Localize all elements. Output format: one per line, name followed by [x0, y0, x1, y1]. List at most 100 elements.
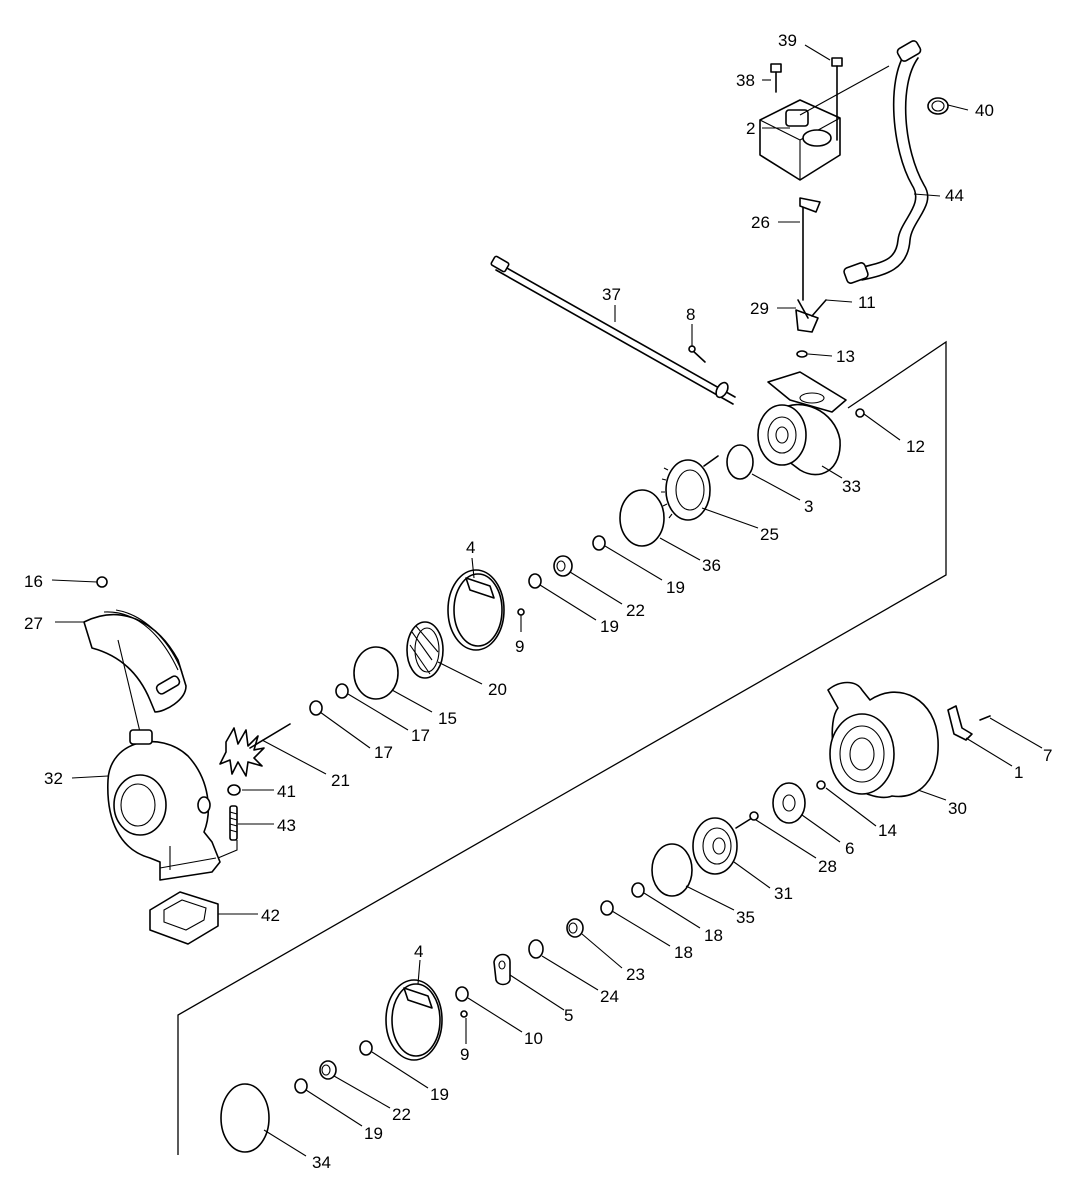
part-33-bearing-housing [757, 371, 847, 476]
label-7: 7 [1043, 746, 1052, 765]
label-41: 41 [277, 782, 296, 801]
label-21: 21 [331, 771, 350, 790]
part-27-heat-shield [83, 609, 187, 733]
part-11-pin [811, 299, 827, 317]
label-20: 20 [488, 680, 507, 699]
label-32: 32 [44, 769, 63, 788]
label-19-a: 19 [666, 578, 685, 597]
label-17-b: 17 [374, 743, 393, 762]
part-labels: 38 39 40 2 44 26 29 11 13 37 8 12 33 3 2… [24, 31, 1052, 1172]
label-24: 24 [600, 987, 619, 1006]
part-17-ring-a [335, 683, 349, 699]
part-6-disc [772, 782, 806, 824]
part-34-o-ring [220, 1083, 270, 1153]
part-3-o-ring [726, 444, 754, 480]
label-34: 34 [312, 1153, 331, 1172]
label-9-a: 9 [515, 637, 524, 656]
part-19-ring-a [592, 535, 606, 551]
label-6: 6 [845, 839, 854, 858]
label-14: 14 [878, 821, 897, 840]
part-22-bushing-a [553, 555, 573, 577]
part-10-ring [455, 986, 469, 1002]
label-19-d: 19 [364, 1124, 383, 1143]
part-26-rod [799, 197, 821, 301]
label-28: 28 [818, 857, 837, 876]
part-14-nut [816, 780, 826, 790]
label-38: 38 [736, 71, 755, 90]
part-36-o-ring [619, 489, 665, 547]
part-8-screw [688, 345, 706, 363]
label-5: 5 [564, 1006, 573, 1025]
label-25: 25 [760, 525, 779, 544]
label-30: 30 [948, 799, 967, 818]
label-44: 44 [945, 186, 964, 205]
part-19-ring-d [294, 1078, 308, 1094]
part-12-screw [855, 408, 865, 418]
part-40-hose-clamp [927, 97, 949, 115]
label-15: 15 [438, 709, 457, 728]
label-18-b: 18 [674, 943, 693, 962]
part-41-nut [227, 784, 241, 796]
part-23-bushing [566, 918, 584, 938]
part-5-thrust-plate [493, 953, 511, 986]
part-43-stud [229, 805, 238, 841]
part-19-ring-b [528, 573, 542, 589]
part-39-screw [831, 57, 843, 141]
part-18-ring-b [600, 900, 614, 916]
part-44-hose [799, 40, 929, 284]
label-29: 29 [750, 299, 769, 318]
assembly-frame [177, 340, 947, 1155]
label-39: 39 [778, 31, 797, 50]
part-31-seal-plate [692, 817, 738, 875]
part-2-actuator-housing [759, 99, 841, 181]
part-30-compressor-housing [827, 681, 939, 799]
label-36: 36 [702, 556, 721, 575]
label-31: 31 [774, 884, 793, 903]
part-22-bushing-b [319, 1060, 337, 1080]
label-16: 16 [24, 572, 43, 591]
part-18-ring-a [631, 882, 645, 898]
label-42: 42 [261, 906, 280, 925]
label-19-b: 19 [600, 617, 619, 636]
part-1-bracket [947, 705, 973, 741]
label-3: 3 [804, 497, 813, 516]
leader-lines [51, 44, 1043, 1157]
part-4-clamp-upper [447, 569, 505, 651]
label-8: 8 [686, 305, 695, 324]
label-4-b: 4 [414, 942, 423, 961]
part-25-gear [661, 455, 719, 521]
label-22-b: 22 [392, 1105, 411, 1124]
part-4-clamp-lower [385, 979, 443, 1061]
label-1: 1 [1014, 763, 1023, 782]
label-27: 27 [24, 614, 43, 633]
part-28-screw [735, 811, 759, 829]
label-9-b: 9 [460, 1045, 469, 1064]
part-35-o-ring [651, 843, 693, 897]
label-40: 40 [975, 101, 994, 120]
label-35: 35 [736, 908, 755, 927]
label-2: 2 [746, 119, 755, 138]
label-10: 10 [524, 1029, 543, 1048]
part-42-gasket [149, 891, 219, 945]
part-24-ring [528, 939, 544, 959]
label-19-c: 19 [430, 1085, 449, 1104]
label-26: 26 [751, 213, 770, 232]
part-9-nut-lower [460, 1010, 468, 1018]
part-37-rod [490, 255, 736, 405]
label-13: 13 [836, 347, 855, 366]
label-4-a: 4 [466, 538, 475, 557]
part-13-washer [796, 350, 808, 358]
part-21-turbine-wheel [219, 723, 291, 777]
part-19-ring-c [359, 1040, 373, 1056]
part-9-nut-upper [517, 608, 525, 616]
label-43: 43 [277, 816, 296, 835]
label-11: 11 [858, 293, 876, 312]
part-15-o-ring [353, 646, 399, 700]
part-7-screw [979, 715, 991, 721]
part-17-ring-b [309, 700, 323, 716]
label-37: 37 [602, 285, 621, 304]
label-33: 33 [842, 477, 861, 496]
part-20-seal [406, 621, 444, 679]
